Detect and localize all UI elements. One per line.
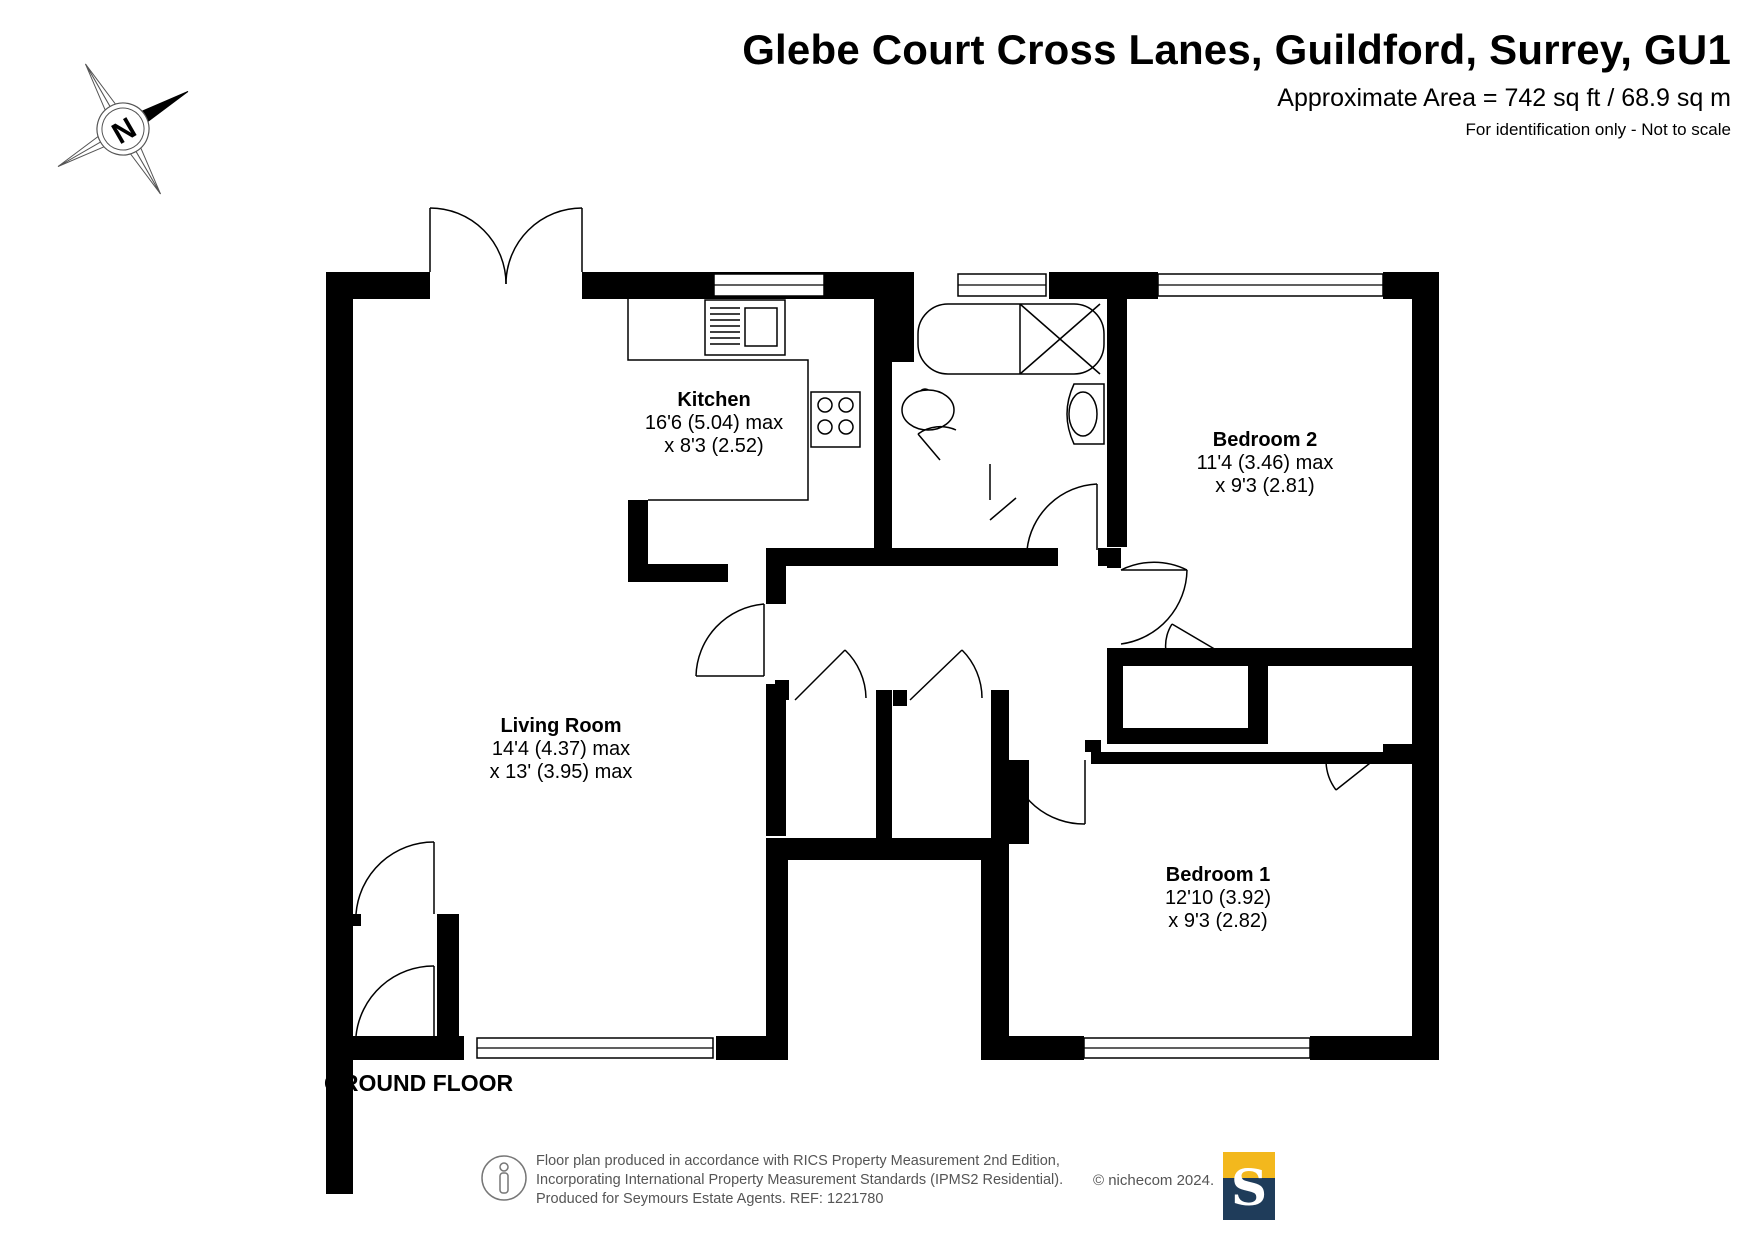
walls [326, 272, 1439, 1194]
room-dimension: 16'6 (5.04) max [644, 412, 784, 434]
room-dimension: 12'10 (3.92) [1164, 887, 1272, 909]
room-label-kitchen: Kitchen 16'6 (5.04) max x 8'3 (2.52) [645, 389, 783, 458]
room-label-bedroom-2: Bedroom 2 11'4 (3.46) max x 9'3 (2.81) [1197, 429, 1334, 498]
kitchen-worktop [627, 299, 861, 501]
door-swings [355, 207, 1385, 1037]
footer-line: Incorporating International Property Mea… [536, 1172, 1064, 1188]
room-dimension: x 13' (3.95) max [489, 761, 633, 783]
bathroom-fittings [901, 303, 1105, 445]
room-dimension: x 9'3 (2.82) [1168, 910, 1268, 932]
footer-text: Floor plan produced in accordance with R… [536, 1152, 1063, 1209]
compass-icon: N [57, 63, 189, 195]
logo-letter: S [1230, 1158, 1268, 1217]
nichecom-brand: © nichecom 2024. [1093, 1172, 1215, 1189]
room-name: Bedroom 1 [1165, 864, 1271, 886]
room-dimension: x 9'3 (2.81) [1215, 475, 1315, 497]
room-label-bedroom-1: Bedroom 1 12'10 (3.92) x 9'3 (2.82) [1165, 864, 1271, 933]
seymours-logo: S [1223, 1152, 1275, 1220]
room-name: Bedroom 2 [1212, 429, 1318, 451]
room-name: Kitchen [677, 389, 751, 411]
approximate-area: Approximate Area = 742 sq ft / 68.9 sq m [1277, 84, 1731, 112]
room-label-living-room: Living Room 14'4 (4.37) max x 13' (3.95)… [490, 715, 633, 784]
footer: Floor plan produced in accordance with R… [480, 1152, 1280, 1222]
floor-label: GROUND FLOOR [324, 1070, 514, 1096]
room-name: Living Room [500, 715, 622, 737]
room-dimension: 11'4 (3.46) max [1196, 452, 1334, 474]
footer-line: Produced for Seymours Estate Agents. REF… [536, 1191, 884, 1207]
footer-line: Floor plan produced in accordance with R… [536, 1153, 1060, 1169]
room-dimension: 14'4 (4.37) max [491, 738, 631, 760]
ipms-person-icon [481, 1155, 527, 1201]
identification-note: For identification only - Not to scale [1465, 120, 1731, 139]
room-dimension: x 8'3 (2.52) [664, 435, 764, 457]
property-address-title: Glebe Court Cross Lanes, Guildford, Surr… [742, 26, 1731, 73]
window-mullions [477, 284, 1383, 1049]
